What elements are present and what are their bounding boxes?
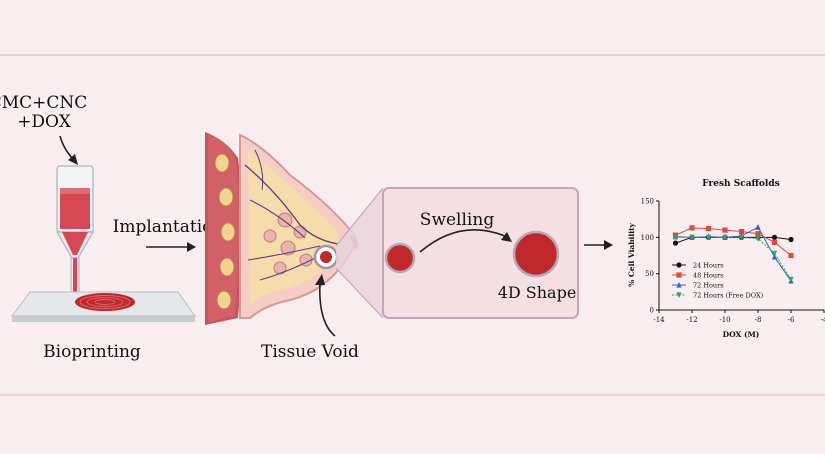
cell-viability-chart: Fresh Scaffolds % Cell Viability DOX (M)…	[627, 179, 825, 339]
zoom-line-top	[335, 187, 384, 247]
ink-arrowhead	[68, 154, 78, 165]
ink-label-dox: +DOX	[17, 112, 72, 132]
tissue-void-label: Tissue Void	[261, 342, 359, 362]
data-point	[771, 253, 778, 260]
data-point	[771, 234, 778, 240]
zoom-wedge	[336, 188, 383, 318]
swelling-panel	[382, 187, 579, 319]
scaffold-small	[384, 242, 416, 274]
chart-legend: 24 Hours 48 Hours 72 Hours 72 Hours (Free D…	[672, 262, 764, 300]
swelling-arrowhead	[501, 232, 512, 242]
data-point	[788, 236, 794, 243]
data-point	[755, 231, 761, 237]
x-tick-label: -14	[653, 316, 665, 324]
implantation-label: Implantation	[113, 217, 224, 237]
ink-arrow	[59, 135, 75, 161]
bioprinter-icon	[11, 165, 196, 322]
swelling-arrow	[419, 229, 506, 253]
data-point	[738, 234, 745, 241]
data-point	[672, 240, 679, 246]
data-point	[788, 252, 794, 259]
series-line-1	[675, 227, 792, 256]
data-point	[788, 276, 794, 283]
breast-anatomy-icon	[205, 132, 358, 325]
legend-label: 24 Hours	[693, 262, 724, 270]
data-point	[738, 228, 745, 235]
x-tick-label: -10	[719, 316, 730, 324]
y-tick-label: 100	[641, 234, 654, 242]
results-arrowhead	[604, 240, 613, 250]
chart-xlabel: DOX (M)	[723, 330, 760, 339]
x-tick-label: -4	[821, 316, 825, 324]
x-tick-label: -12	[686, 316, 697, 324]
series-line-3	[675, 236, 792, 280]
chart-axes: 0 50 100 150 -14 -12 -10 -8 -6 -4	[641, 198, 825, 325]
chart-series	[672, 224, 794, 284]
chart-title: Fresh Scaffolds	[702, 179, 779, 189]
data-point	[722, 227, 728, 233]
shape4d-label: 4D Shape	[498, 283, 577, 302]
legend-marker	[676, 262, 682, 268]
legend-marker	[676, 272, 682, 278]
tissue-void-pointer	[318, 281, 336, 337]
swelling-label: Swelling	[420, 210, 495, 230]
y-tick-label: 50	[645, 270, 654, 278]
data-point	[705, 234, 712, 241]
implantation-arrowhead	[187, 242, 196, 252]
bioprinting-label: Bioprinting	[43, 342, 141, 362]
legend-marker	[676, 292, 682, 299]
legend-marker	[676, 281, 682, 288]
legend-label: 48 Hours	[693, 272, 724, 280]
y-tick-label: 0	[650, 307, 654, 315]
scaffold-swollen	[512, 230, 560, 278]
ink-label: CMC+CNC	[0, 93, 87, 113]
data-point	[755, 224, 761, 230]
data-point	[722, 234, 728, 241]
y-tick-label: 150	[641, 198, 654, 206]
data-point	[689, 225, 695, 231]
tissue-void-arrowhead	[315, 274, 325, 285]
x-tick-label: -8	[755, 316, 762, 324]
legend-label: 72 Hours	[693, 282, 724, 290]
data-point	[755, 236, 761, 242]
data-point	[689, 234, 695, 241]
legend-label: 72 Hours (Free DOX)	[693, 292, 764, 300]
zoom-line-bottom	[335, 267, 384, 319]
data-point	[672, 234, 679, 241]
data-point	[705, 226, 712, 232]
chart-ylabel: % Cell Viability	[627, 222, 636, 286]
data-point	[771, 239, 778, 246]
x-tick-label: -6	[788, 316, 795, 324]
data-point	[771, 250, 778, 257]
